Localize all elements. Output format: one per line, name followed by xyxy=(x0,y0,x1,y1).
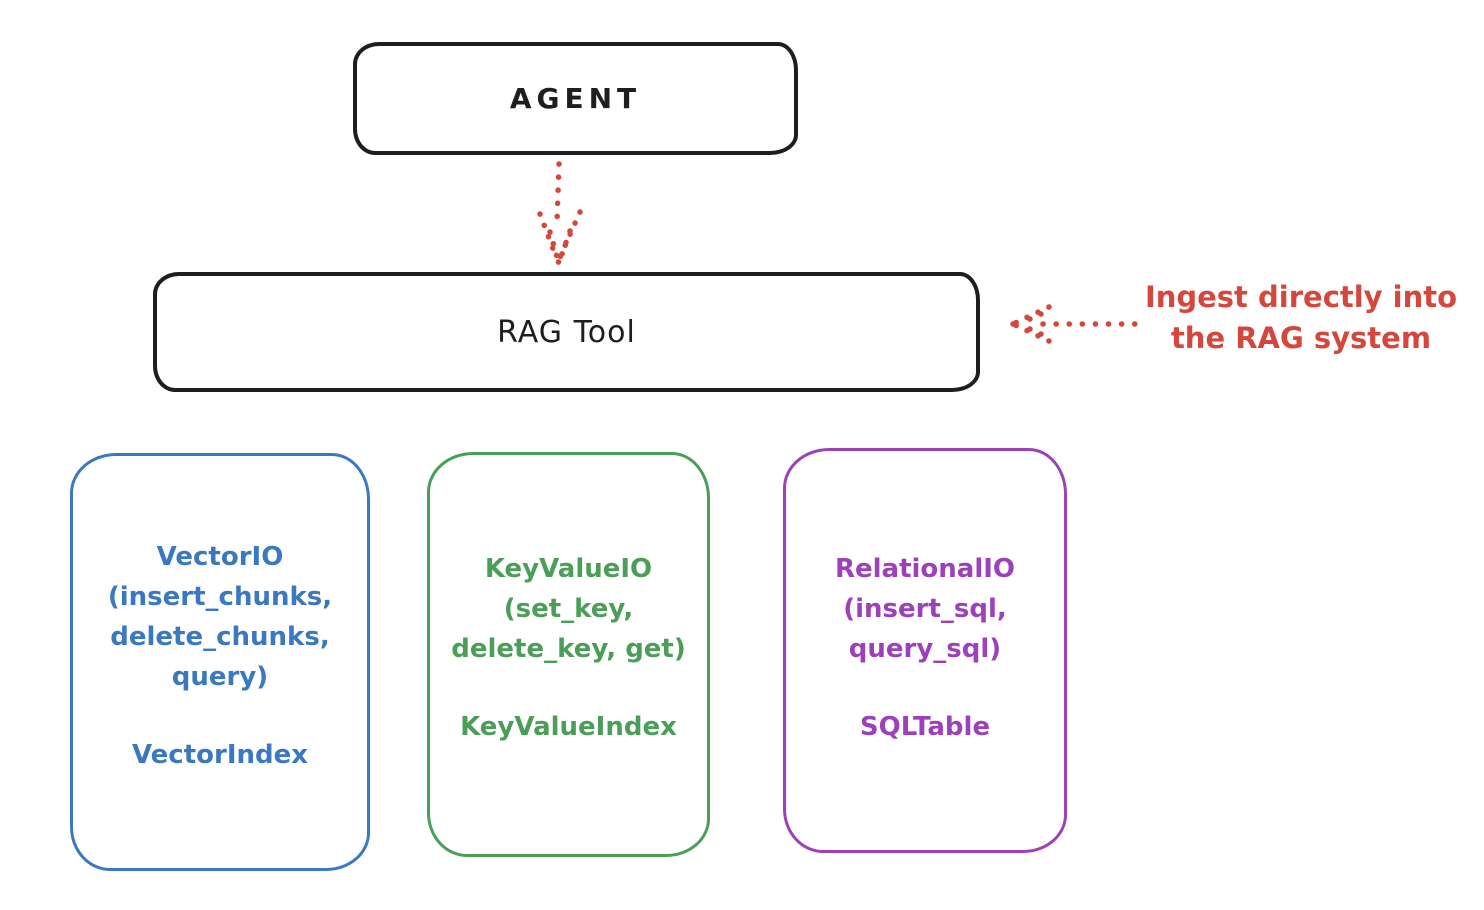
arrow-ingest-into-rag-icon xyxy=(1010,304,1140,344)
vector-io-api-line: (insert_chunks, xyxy=(107,582,333,612)
sql-table-label: SQLTable xyxy=(859,712,991,742)
ingest-annotation-line2: the RAG system xyxy=(1170,321,1432,355)
vector-index-label: VectorIndex xyxy=(131,740,309,770)
keyvalue-io-api-line: (set_key, xyxy=(503,594,634,624)
store-node-relational-io: RelationalIO (insert_sql, query_sql) SQL… xyxy=(783,448,1067,853)
relational-io-api-line: query_sql) xyxy=(848,634,1002,664)
ingest-annotation-line1: Ingest directly into xyxy=(1144,280,1458,314)
rag-tool-node: RAG Tool xyxy=(153,272,980,392)
vector-io-title: VectorIO xyxy=(156,542,284,572)
relational-io-api-line: (insert_sql, xyxy=(843,594,1007,624)
agent-node: AGENT xyxy=(353,42,798,155)
keyvalue-io-api-line: delete_key, get) xyxy=(451,634,686,664)
ingest-annotation: Ingest directly into the RAG system xyxy=(1138,277,1464,359)
agent-label: AGENT xyxy=(509,82,642,115)
vector-io-api-line: delete_chunks, xyxy=(110,622,330,652)
keyvalue-io-title: KeyValueIO xyxy=(484,554,653,584)
store-node-keyvalue-io: KeyValueIO (set_key, delete_key, get) Ke… xyxy=(427,452,710,857)
arrow-agent-to-rag-icon xyxy=(537,161,583,265)
rag-tool-label: RAG Tool xyxy=(497,314,636,350)
relational-io-title: RelationalIO xyxy=(834,554,1016,584)
keyvalue-index-label: KeyValueIndex xyxy=(460,712,677,742)
store-node-vector-io: VectorIO (insert_chunks, delete_chunks, … xyxy=(70,453,370,871)
vector-io-api-line: query) xyxy=(171,662,269,692)
